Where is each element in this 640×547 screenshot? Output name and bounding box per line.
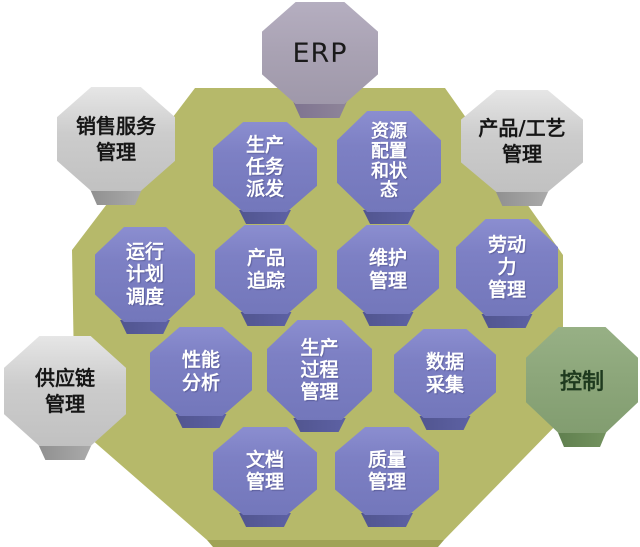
node-document-management: 文档 管理 <box>213 427 317 527</box>
node-labor-management-face: 劳动 力 管理 <box>456 219 558 316</box>
node-resource-allocation-and-status: 资源 配置 和状 态 <box>337 111 441 224</box>
node-product-tracking: 产品 追踪 <box>215 225 317 326</box>
node-sales-service-management-face: 销售服务 管理 <box>57 87 175 191</box>
node-data-collection-label: 数据 采集 <box>425 351 464 396</box>
node-production-process-management-face: 生产 过程 管理 <box>267 320 372 420</box>
node-control-label: 控制 <box>559 370 604 395</box>
node-product-tracking-base <box>240 312 292 326</box>
node-sales-service-management-label: 销售服务 管理 <box>76 114 156 164</box>
node-product-process-management-face: 产品/工艺 管理 <box>461 90 583 192</box>
node-quality-management-base <box>361 513 413 527</box>
node-erp: ERP <box>262 2 378 118</box>
node-erp-face: ERP <box>262 2 378 104</box>
node-erp-label: ERP <box>292 37 348 69</box>
node-data-collection: 数据 采集 <box>394 329 496 430</box>
node-labor-management-label: 劳动 力 管理 <box>487 234 526 301</box>
node-maintenance-management-face: 维护 管理 <box>337 225 439 314</box>
node-resource-allocation-and-status-base <box>363 210 415 224</box>
node-control-base <box>557 431 607 447</box>
node-data-collection-face: 数据 采集 <box>394 329 496 418</box>
node-operation-plan-scheduling-label: 运行 计划 调度 <box>125 241 164 308</box>
node-performance-analysis-base <box>175 414 227 428</box>
node-operation-plan-scheduling-face: 运行 计划 调度 <box>95 227 195 322</box>
node-production-process-management: 生产 过程 管理 <box>267 320 372 432</box>
node-control: 控制 <box>526 327 638 447</box>
node-operation-plan-scheduling: 运行 计划 调度 <box>95 227 195 334</box>
node-product-process-management-label: 产品/工艺 管理 <box>478 116 566 166</box>
node-production-task-dispatch-face: 生产 任务 派发 <box>213 122 317 212</box>
node-supply-chain-management-face: 供应链 管理 <box>4 336 126 446</box>
node-performance-analysis: 性能 分析 <box>150 327 252 428</box>
node-document-management-label: 文档 管理 <box>245 448 284 493</box>
node-product-process-management: 产品/工艺 管理 <box>461 90 583 206</box>
node-sales-service-management-base <box>89 189 143 205</box>
node-document-management-face: 文档 管理 <box>213 427 317 515</box>
node-production-task-dispatch-label: 生产 任务 派发 <box>245 133 284 201</box>
node-production-process-management-base <box>293 418 346 432</box>
node-performance-analysis-label: 性能 分析 <box>181 349 220 394</box>
node-data-collection-base <box>419 416 471 430</box>
node-production-task-dispatch-base <box>239 210 291 224</box>
node-labor-management: 劳动 力 管理 <box>456 219 558 328</box>
node-sales-service-management: 销售服务 管理 <box>57 87 175 205</box>
node-operation-plan-scheduling-base <box>120 320 170 334</box>
node-production-process-management-label: 生产 过程 管理 <box>300 336 339 404</box>
node-product-tracking-face: 产品 追踪 <box>215 225 317 314</box>
node-supply-chain-management: 供应链 管理 <box>4 336 126 460</box>
node-maintenance-management: 维护 管理 <box>337 225 439 326</box>
node-labor-management-base <box>481 314 533 328</box>
node-erp-base <box>293 102 347 118</box>
node-production-task-dispatch: 生产 任务 派发 <box>213 122 317 224</box>
node-resource-allocation-and-status-face: 资源 配置 和状 态 <box>337 111 441 212</box>
node-performance-analysis-face: 性能 分析 <box>150 327 252 416</box>
node-supply-chain-management-label: 供应链 管理 <box>35 366 95 416</box>
node-document-management-base <box>239 513 291 527</box>
node-quality-management: 质量 管理 <box>335 427 439 527</box>
node-quality-management-face: 质量 管理 <box>335 427 439 515</box>
node-maintenance-management-label: 维护 管理 <box>368 247 407 292</box>
node-control-face: 控制 <box>526 327 638 433</box>
node-product-tracking-label: 产品 追踪 <box>246 247 285 292</box>
node-resource-allocation-and-status-label: 资源 配置 和状 态 <box>371 120 407 202</box>
node-quality-management-label: 质量 管理 <box>367 448 406 493</box>
node-maintenance-management-base <box>362 312 414 326</box>
node-supply-chain-management-base <box>38 444 92 460</box>
node-product-process-management-base <box>495 190 549 206</box>
